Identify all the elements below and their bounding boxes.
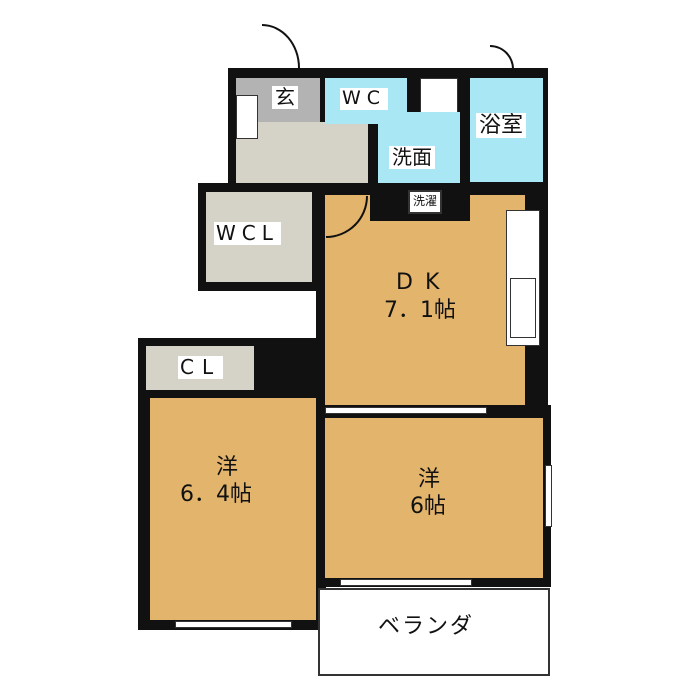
dk-size: 7．1帖 [384, 298, 456, 323]
wcl-label: WCL [214, 221, 281, 245]
entry-door[interactable] [262, 24, 300, 68]
western2-name: 洋 [418, 467, 441, 492]
western2-floor [325, 418, 543, 578]
sink [420, 78, 458, 114]
western1-window [175, 621, 292, 628]
western2-window-east [545, 465, 552, 527]
dk-floor [325, 195, 525, 405]
washroom-label: 洗面 [389, 146, 435, 169]
western1-floor [150, 398, 316, 620]
bath-label: 浴室 [476, 113, 527, 139]
wc-label: WC [340, 87, 389, 110]
dk-name: DK [396, 270, 452, 295]
hall-floor [236, 122, 368, 183]
genkan-label: 玄 [272, 86, 298, 109]
western1-size: 6．4帖 [180, 482, 252, 507]
veranda-label: ベランダ [378, 614, 475, 640]
shoe-cabinet [236, 95, 258, 139]
bath-window-door[interactable] [490, 45, 514, 69]
western2-size: 6帖 [410, 494, 446, 519]
western1-name: 洋 [216, 455, 239, 480]
laundry-label: 洗濯 [408, 190, 443, 214]
dk-partition-sliding-door[interactable] [325, 407, 487, 414]
western2-window-south [340, 579, 472, 586]
stove [510, 278, 536, 338]
cl-label: CL [178, 355, 224, 379]
